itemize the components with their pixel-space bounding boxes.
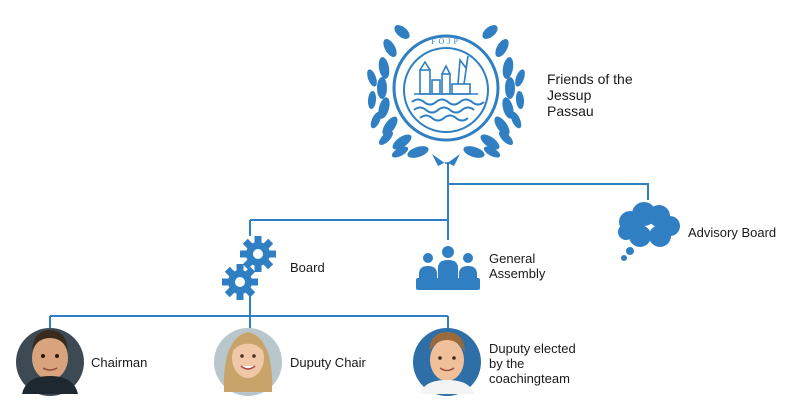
avatar-chairman [16, 328, 84, 396]
advisory-board-label: Advisory Board [688, 225, 777, 240]
un-style-emblem-icon: FOJP [367, 25, 525, 166]
connector-advisory [448, 183, 649, 200]
avatar-deputy-coaching [413, 328, 481, 396]
organization-name: Friends of the Jessup Passau [547, 71, 633, 119]
deputy-chair-label: Duputy Chair [290, 355, 366, 370]
gears-icon [222, 236, 276, 300]
logo-acronym: FOJP [431, 37, 461, 46]
chairman-label: Chairman [91, 355, 148, 370]
group-meeting-icon [416, 246, 480, 290]
board-label: Board [290, 260, 325, 275]
connector-lines [49, 162, 649, 328]
deputy-coaching-label: Duputy elected by the coachingteam [489, 341, 576, 386]
general-assembly-label: General Assembly [489, 251, 546, 281]
thought-cloud-icon [618, 202, 680, 261]
avatar-deputy-chair [214, 328, 282, 396]
